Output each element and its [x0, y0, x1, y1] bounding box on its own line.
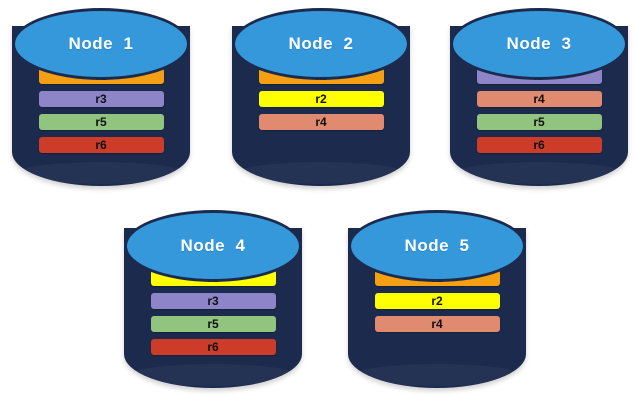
replica-bar[interactable]: r6: [38, 137, 164, 153]
cylinder-top-icon: Node 1: [12, 8, 190, 80]
replica-bar[interactable]: r5: [476, 114, 602, 130]
database-node-3[interactable]: r3r4r5r6Node 3: [450, 8, 628, 186]
cylinder-top-icon: Node 2: [232, 8, 410, 80]
replica-list: r1r3r5r6: [12, 68, 190, 153]
replica-bar[interactable]: r2: [374, 293, 500, 309]
cylinder-top-icon: Node 3: [450, 8, 628, 80]
replica-bar[interactable]: r4: [374, 316, 500, 332]
database-node-5[interactable]: r1r2r4Node 5: [348, 210, 526, 388]
node-title: Node 3: [506, 34, 572, 53]
replica-bar[interactable]: r5: [150, 316, 276, 332]
cylinder-base-highlight: [354, 364, 520, 386]
node-title: Node 1: [68, 34, 134, 53]
replica-bar[interactable]: r6: [476, 137, 602, 153]
replica-bar[interactable]: r4: [476, 91, 602, 107]
replica-list: r2r3r5r6: [124, 270, 302, 355]
cylinder-top-icon: Node 5: [348, 210, 526, 282]
cylinder-base-highlight: [130, 364, 296, 386]
node-title: Node 4: [180, 236, 246, 255]
replica-bar[interactable]: r2: [258, 91, 384, 107]
database-node-2[interactable]: r1r2r4Node 2: [232, 8, 410, 186]
replica-bar[interactable]: r4: [258, 114, 384, 130]
node-title: Node 5: [404, 236, 470, 255]
replica-bar[interactable]: r3: [150, 293, 276, 309]
cylinder-base-highlight: [456, 162, 622, 184]
cylinder-base-highlight: [18, 162, 184, 184]
database-node-1[interactable]: r1r3r5r6Node 1: [12, 8, 190, 186]
database-node-4[interactable]: r2r3r5r6Node 4: [124, 210, 302, 388]
replica-bar[interactable]: r6: [150, 339, 276, 355]
node-title: Node 2: [288, 34, 354, 53]
replica-bar[interactable]: r5: [38, 114, 164, 130]
replica-bar[interactable]: r3: [38, 91, 164, 107]
cylinder-base-highlight: [238, 162, 404, 184]
replica-list: r3r4r5r6: [450, 68, 628, 153]
cylinder-top-icon: Node 4: [124, 210, 302, 282]
